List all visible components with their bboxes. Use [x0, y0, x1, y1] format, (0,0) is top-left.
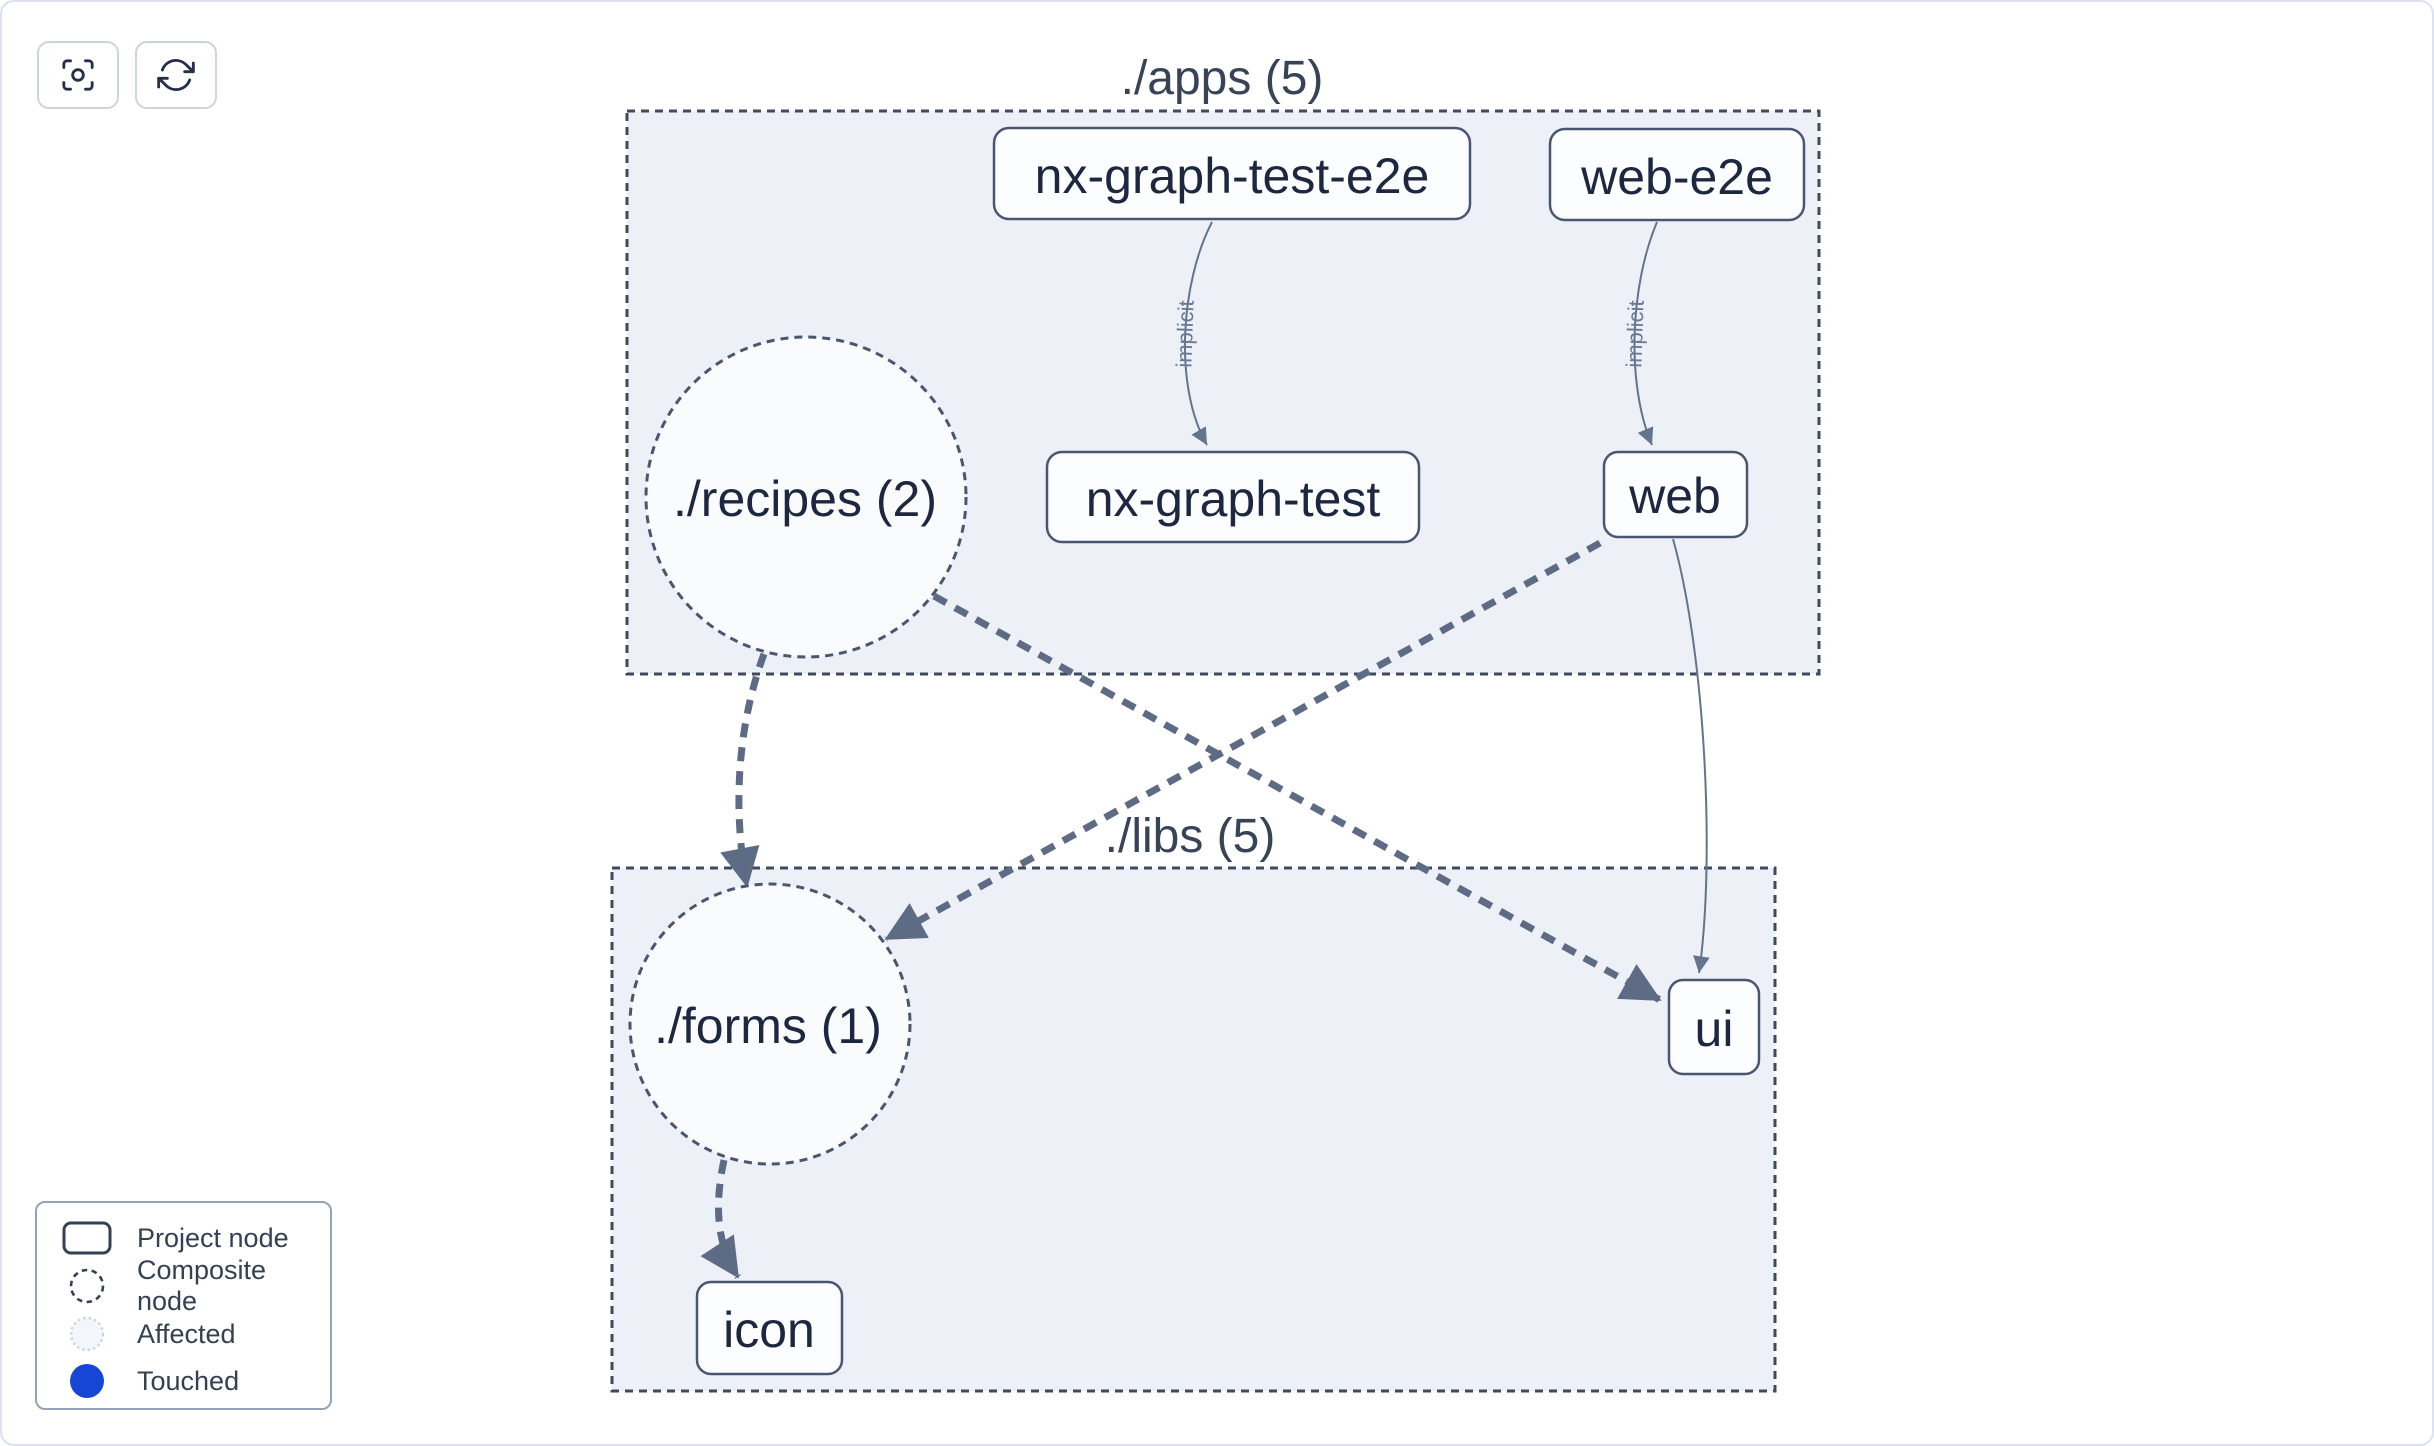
legend-label: Affected	[137, 1318, 236, 1349]
legend-label: Touched	[137, 1365, 240, 1396]
composite-circle	[644, 335, 968, 659]
node-icon[interactable]: icon	[695, 1280, 844, 1376]
node-label: nx-graph-test	[1086, 471, 1381, 527]
edges: implicit implicit	[700, 221, 1710, 1279]
affected-swatch	[37, 1314, 137, 1354]
composite-node-swatch	[37, 1266, 137, 1306]
composite-circle	[628, 882, 912, 1166]
edge-recipes-to-forms	[720, 652, 768, 888]
legend-label: Project node	[137, 1222, 289, 1253]
legend-item-touched: Touched	[37, 1358, 330, 1404]
edge-web-to-ui	[1672, 538, 1710, 974]
node-recipes-composite[interactable]: ./recipes (2)	[644, 335, 968, 659]
graph-toolbar	[37, 41, 217, 109]
touched-swatch	[37, 1361, 137, 1401]
node-box	[1667, 978, 1761, 1076]
node-label: icon	[723, 1302, 815, 1358]
legend-item-project-node: Project node	[37, 1215, 330, 1261]
edge-web-e2e-to-web	[1633, 221, 1658, 446]
node-forms-composite[interactable]: ./forms (1)	[628, 882, 912, 1166]
legend-label: Composite node	[137, 1255, 267, 1316]
node-label: ./forms (1)	[654, 998, 882, 1054]
node-box	[1548, 127, 1806, 222]
project-node-swatch	[37, 1219, 137, 1257]
edge-label-implicit-1: implicit	[1171, 300, 1198, 368]
edge-label-implicit-2: implicit	[1621, 300, 1648, 368]
node-label: web-e2e	[1580, 149, 1773, 205]
node-web-e2e[interactable]: web-e2e	[1548, 127, 1806, 222]
cluster-apps-title: ./apps (5)	[1121, 52, 1324, 105]
node-box	[1602, 450, 1749, 539]
edge-web-to-forms	[884, 539, 1602, 943]
node-label: nx-graph-test-e2e	[1035, 148, 1430, 204]
legend-item-composite-node: Composite node	[37, 1255, 330, 1316]
node-box	[992, 126, 1472, 221]
node-box	[695, 1280, 844, 1376]
node-ui[interactable]: ui	[1667, 978, 1761, 1076]
refresh-graph-button[interactable]	[135, 41, 217, 109]
edge-nx-graph-test-e2e-to-nx-graph-test	[1183, 221, 1213, 446]
edge-recipes-to-ui	[932, 592, 1662, 1004]
graph-legend: Project node Composite node Affected	[35, 1201, 332, 1410]
node-nx-graph-test-e2e[interactable]: nx-graph-test-e2e	[992, 126, 1472, 221]
node-label: web	[1628, 468, 1721, 524]
focus-icon	[62, 59, 94, 91]
node-web[interactable]: web	[1602, 450, 1749, 539]
center-graph-button[interactable]	[37, 41, 119, 109]
edge-forms-to-icon	[700, 1159, 741, 1279]
refresh-icon	[157, 59, 195, 91]
legend-item-affected: Affected	[37, 1311, 330, 1357]
node-label: ./recipes (2)	[673, 471, 937, 527]
node-nx-graph-test[interactable]: nx-graph-test	[1045, 450, 1421, 544]
node-box	[1045, 450, 1421, 544]
node-label: ui	[1695, 1001, 1734, 1057]
cluster-libs-title: ./libs (5)	[1105, 810, 1276, 863]
